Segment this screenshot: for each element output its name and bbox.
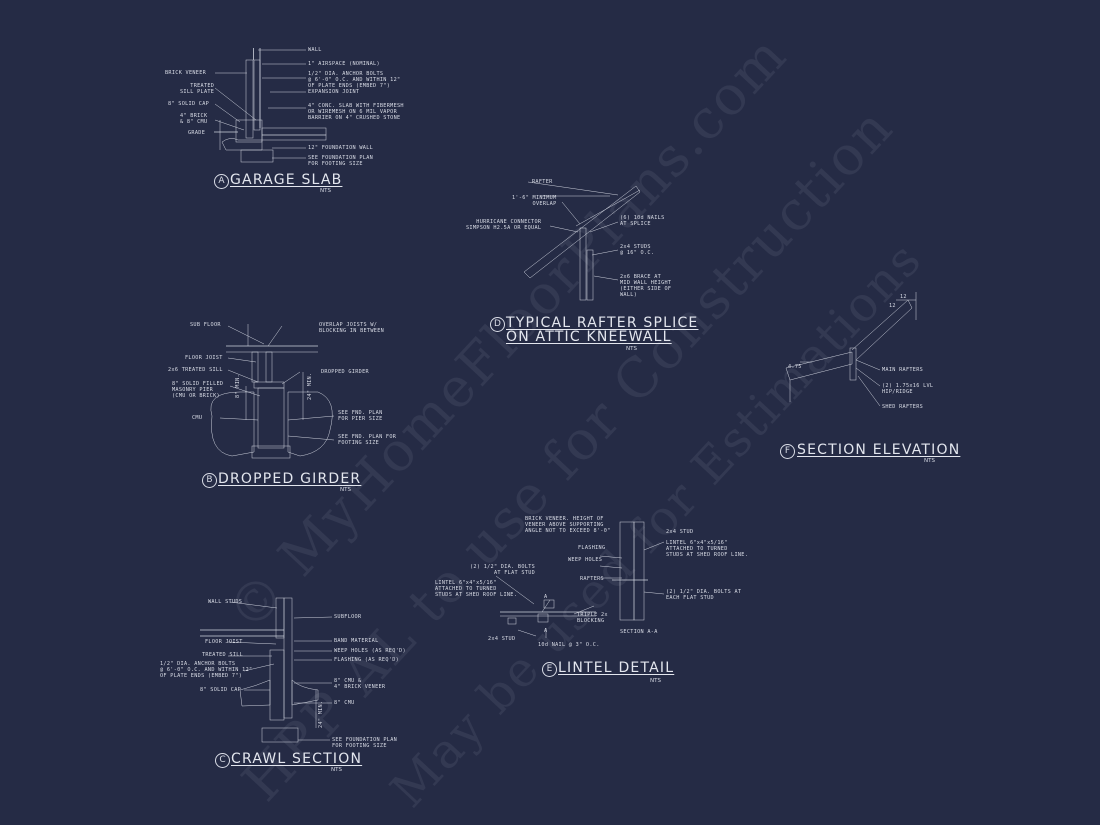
label-dim-24min-c: 24" MIN. — [318, 700, 324, 728]
detail-a-scale: NTS — [320, 188, 331, 194]
detail-b-scale: NTS — [340, 487, 351, 493]
label-flashing-e: FLASHING — [578, 545, 606, 551]
label-anchor-bolts-c: 1/2" DIA. ANCHOR BOLTS @ 6'-0" O.C. AND … — [160, 661, 253, 679]
detail-b-bubble: B — [202, 473, 217, 488]
label-rafters-e: RAFTERS — [580, 576, 604, 582]
detail-b-title: DROPPED GIRDER — [218, 471, 362, 487]
detail-f-title: SECTION ELEVATION — [797, 442, 961, 458]
label-section-aa: SECTION A-A — [620, 629, 658, 635]
label-a-mark-bottom: A — [544, 628, 548, 634]
label-pitch: 4.75 — [788, 364, 802, 370]
label-dim-8min: 8" MIN. — [235, 374, 241, 398]
detail-c-title: CRAWL SECTION — [231, 751, 363, 767]
detail-d-title-2: ON ATTIC KNEEWALL — [506, 329, 672, 345]
label-cmu-veneer: 8" CMU & 4" BRICK VENEER — [334, 678, 386, 690]
detail-c-scale: NTS — [331, 767, 342, 773]
detail-e-bubble: E — [542, 662, 557, 677]
label-flashing-c: FLASHING (AS REQ'D) — [334, 657, 400, 663]
label-band-material: BAND MATERIAL — [334, 638, 379, 644]
label-brick-veneer-e: BRICK VENEER. HEIGHT OF VENEER ABOVE SUP… — [525, 516, 611, 534]
label-treated-sill: TREATED SILL PLATE — [180, 83, 215, 95]
label-see-pier: SEE FND. PLAN FOR PIER SIZE — [338, 410, 383, 422]
detail-e-title: LINTEL DETAIL — [558, 660, 675, 676]
label-lintel-left: LINTEL 6"x4"x5/16" ATTACHED TO TURNED ST… — [435, 580, 518, 598]
label-overlap-joists: OVERLAP JOISTS W/ BLOCKING IN BETWEEN — [319, 322, 385, 334]
section-elevation-drawing — [785, 292, 917, 407]
label-expansion-joint: EXPANSION JOINT — [308, 89, 360, 95]
label-grade: GRADE — [188, 130, 206, 136]
label-brick-cmu: 4" BRICK & 8" CMU — [180, 113, 208, 125]
label-airspace: 1" AIRSPACE (NOMINAL) — [308, 61, 380, 67]
label-2x4-stud: 2x4 STUD — [666, 529, 694, 535]
label-slope-side: 12 — [889, 303, 896, 309]
label-subfloor: SUBFLOOR — [334, 614, 362, 620]
label-anchor-bolts: 1/2" DIA. ANCHOR BOLTS @ 6'-0" O.C. AND … — [308, 71, 401, 89]
detail-a-title: GARAGE SLAB — [230, 172, 343, 188]
label-foundation-wall: 12" FOUNDATION WALL — [308, 145, 374, 151]
label-dim-24min: 24" MIN. — [307, 372, 313, 400]
detail-f-scale: NTS — [924, 458, 935, 464]
label-wall: WALL — [308, 47, 322, 53]
rafter-splice-drawing — [523, 181, 641, 301]
label-masonry-pier: 8" SOLID FILLED MASONRY PIER (CMU OR BRI… — [172, 381, 224, 399]
label-conc-slab: 4" CONC. SLAB WITH FIBERMESH OR WIREMESH… — [308, 103, 404, 121]
label-a-mark-top: A — [544, 594, 548, 600]
label-2x4-stud-b: 2x4 STUD — [488, 636, 516, 642]
label-treated-sill-b: 2x6 TREATED SILL — [168, 367, 223, 373]
crawl-section-drawing — [200, 597, 333, 743]
detail-d-scale: NTS — [626, 346, 637, 352]
dropped-girder-drawing — [210, 324, 335, 459]
label-solid-cap: 8" SOLID CAP — [168, 101, 210, 107]
label-lintel-right: LINTEL 6"x4"x5/16" ATTACHED TO TURNED ST… — [666, 540, 749, 558]
detail-e-scale: NTS — [650, 678, 661, 684]
label-cmu-c: 8" CMU — [334, 700, 355, 706]
label-sub-floor: SUB FLOOR — [190, 322, 221, 328]
label-dropped-girder: DROPPED GIRDER — [321, 369, 369, 375]
label-floor-joist-c: FLOOR JOIST — [205, 639, 243, 645]
label-brace: 2x6 BRACE AT MID WALL HEIGHT (EITHER SID… — [620, 274, 672, 298]
label-see-foundation-c: SEE FOUNDATION PLAN FOR FOOTING SIZE — [332, 737, 398, 749]
label-floor-joist: FLOOR JOIST — [185, 355, 223, 361]
label-wall-studs: WALL STUDS — [208, 599, 243, 605]
label-weep-holes-c: WEEP HOLES (AS REQ'D) — [334, 648, 406, 654]
label-studs: 2x4 STUDS @ 16" O.C. — [620, 244, 655, 256]
label-triple-blocking: TRIPLE 2x BLOCKING — [577, 612, 608, 624]
garage-slab-drawing — [214, 48, 327, 163]
label-cmu: CMU — [192, 415, 203, 421]
label-see-footing-b: SEE FND. PLAN FOR FOOTING SIZE — [338, 434, 397, 446]
label-brick-veneer: BRICK VENEER — [165, 70, 207, 76]
detail-c-bubble: C — [215, 753, 230, 768]
label-overlap: 1'-6" MINIMUM OVERLAP — [512, 195, 557, 207]
label-bolts-right: (2) 1/2" DIA. BOLTS AT EACH FLAT STUD — [666, 589, 742, 601]
label-see-foundation: SEE FOUNDATION PLAN FOR FOOTING SIZE — [308, 155, 374, 167]
label-lvl: (2) 1.75x16 LVL HIP/RIDGE — [882, 383, 934, 395]
detail-f-bubble: F — [780, 444, 795, 459]
label-main-rafters: MAIN RAFTERS — [882, 367, 924, 373]
detail-a-bubble: A — [214, 174, 229, 189]
label-treated-sill-c: TREATED SILL — [202, 652, 244, 658]
label-slope-top: 12 — [900, 294, 907, 300]
lintel-detail-drawing — [495, 521, 665, 638]
label-nails: (6) 10d NAILS AT SPLICE — [620, 215, 665, 227]
label-solid-cap-c: 8" SOLID CAP — [200, 687, 242, 693]
label-rafter: RAFTER — [532, 179, 553, 185]
label-bolts-left: (2) 1/2" DIA. BOLTS AT FLAT STUD — [470, 564, 536, 576]
label-hurricane: HURRICANE CONNECTOR SIMPSON H2.5A OR EQU… — [466, 219, 542, 231]
label-weep-holes-e: WEEP HOLES — [568, 557, 603, 563]
detail-d-title-1: TYPICAL RAFTER SPLICE — [506, 315, 699, 331]
detail-d-bubble: D — [490, 317, 505, 332]
label-nail: 10d NAIL @ 3" O.C. — [538, 642, 600, 648]
label-shed-rafters: SHED RAFTERS — [882, 404, 924, 410]
